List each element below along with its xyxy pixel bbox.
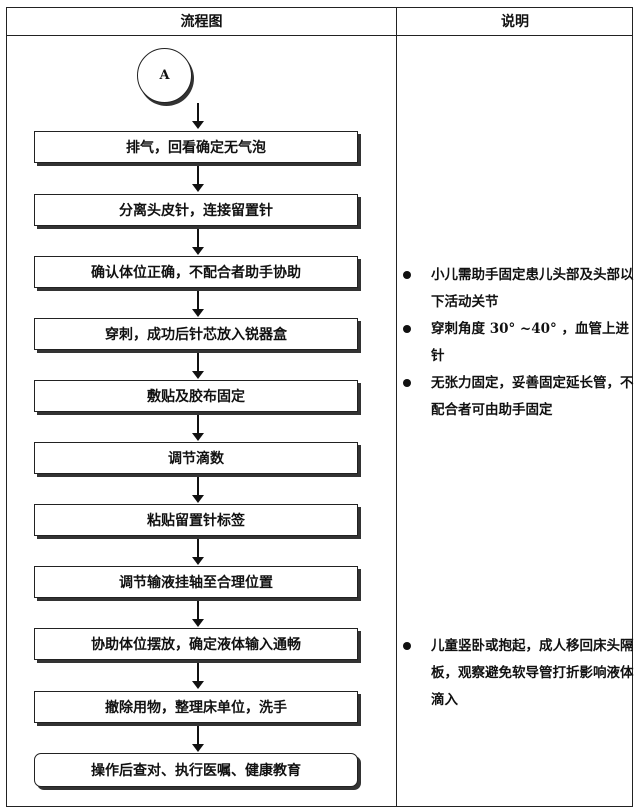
arrow-down-icon	[192, 663, 204, 689]
connector-label: A	[159, 68, 170, 83]
notes-group-1: 小儿需助手固定患儿头部及头部以下活动关节 穿刺角度 30° ~40° ，血管上进…	[399, 262, 635, 424]
arrow-down-icon	[192, 477, 204, 503]
arrow-down-icon	[192, 229, 204, 255]
bullet-icon	[403, 271, 411, 279]
flow-step-5: 敷贴及胶布固定	[34, 380, 358, 412]
header-row: 流程图 说明	[7, 8, 632, 36]
arrow-down-icon	[192, 415, 204, 441]
note-item: 小儿需助手固定患儿头部及头部以下活动关节	[399, 262, 635, 316]
bullet-icon	[403, 642, 411, 650]
note-item: 无张力固定，妥善固定延长管，不配合者可由助手固定	[399, 370, 635, 424]
flow-step-11-terminal: 操作后查对、执行医嘱、健康教育	[34, 753, 358, 787]
flowchart-table: 流程图 说明 A 排气，回看确定无气泡 分离头皮针，连接留置针 确认体位正确，不…	[6, 7, 635, 807]
notes-group-2: 儿童竖卧或抱起，成人移回床头隔板，观察避免软导管打折影响液体滴入	[399, 633, 635, 714]
flow-step-7: 粘贴留置针标签	[34, 504, 358, 536]
description-column-header: 说明	[501, 14, 529, 30]
flow-step-4: 穿刺，成功后针芯放入锐器盒	[34, 318, 358, 350]
flow-step-1: 排气，回看确定无气泡	[34, 131, 358, 163]
flow-step-6: 调节滴数	[34, 442, 358, 474]
arrow-down-icon	[192, 291, 204, 317]
flow-step-2: 分离头皮针，连接留置针	[34, 194, 358, 226]
flow-step-9: 协助体位摆放，确定液体输入通畅	[34, 628, 358, 660]
flow-step-8: 调节输液挂轴至合理位置	[34, 566, 358, 598]
arrow-down-icon	[192, 166, 204, 192]
connector-circle-a: A	[137, 48, 192, 103]
flow-step-10: 撤除用物，整理床单位，洗手	[34, 691, 358, 723]
bullet-icon	[403, 379, 411, 387]
arrow-down-icon	[192, 353, 204, 379]
flowchart-column-header: 流程图	[180, 14, 223, 30]
arrow-down-icon	[192, 601, 204, 627]
note-item: 儿童竖卧或抱起，成人移回床头隔板，观察避免软导管打折影响液体滴入	[399, 633, 635, 714]
arrow-down-icon	[192, 539, 204, 565]
arrow-down-icon	[192, 103, 204, 129]
note-item: 穿刺角度 30° ~40° ，血管上进针	[399, 316, 635, 370]
flow-step-3: 确认体位正确，不配合者助手协助	[34, 256, 358, 288]
arrow-down-icon	[192, 726, 204, 752]
column-divider	[396, 8, 397, 806]
bullet-icon	[403, 325, 411, 333]
